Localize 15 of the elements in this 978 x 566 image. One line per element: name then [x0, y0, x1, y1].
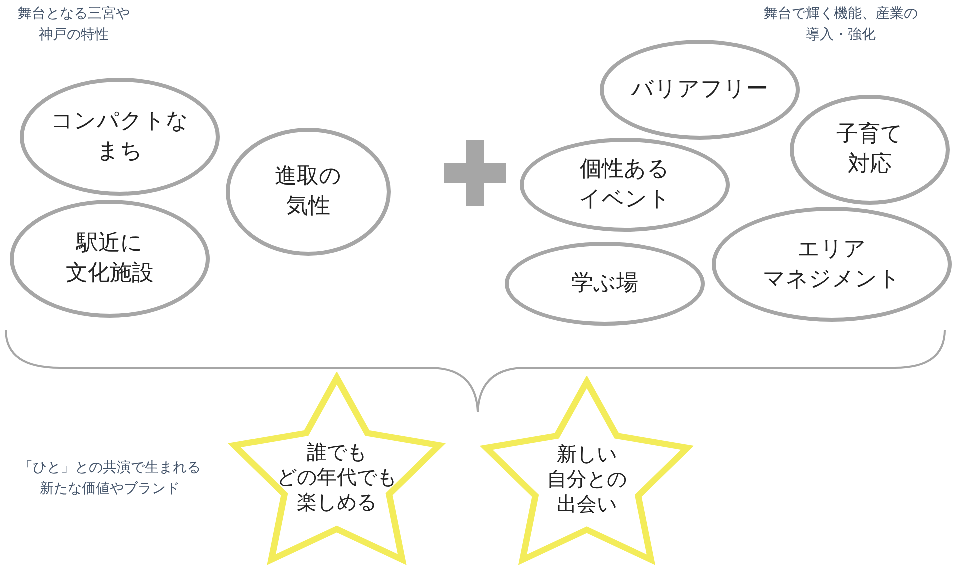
node-text: エリアマネジメント: [763, 236, 901, 294]
node-text: 進取の気性: [275, 163, 342, 221]
note-text: 「ひと」との共演で生まれる新たな価値やブランド: [18, 459, 202, 499]
note-text: 舞台となる三宮や神戸の特性: [17, 5, 131, 45]
star-shape: [228, 372, 446, 566]
node-text: コンパクトなまち: [51, 108, 189, 166]
node-text: 誰でもどの年代でも楽しめる: [277, 440, 397, 514]
node-text: 個性あるイベント: [579, 156, 671, 214]
node-text: バリアフリー: [632, 76, 768, 104]
node-text: 子育て対応: [836, 121, 904, 179]
node-text: 新しい自分との出会い: [547, 442, 627, 516]
node-text: 駅近に文化施設: [66, 230, 154, 288]
note-text: 舞台で輝く機能、産業の導入・強化: [763, 5, 919, 45]
star-shape: [480, 376, 694, 566]
node-text: 学ぶ場: [572, 270, 638, 298]
